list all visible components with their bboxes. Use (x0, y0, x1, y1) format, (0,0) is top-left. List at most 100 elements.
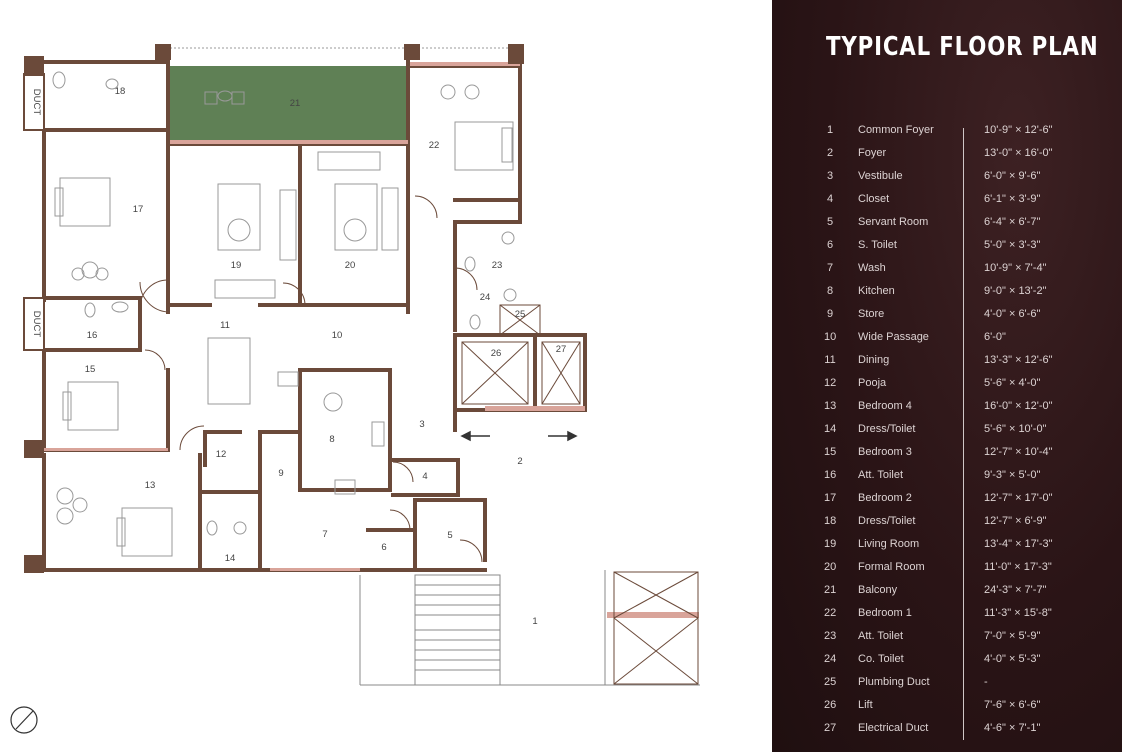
svg-text:DUCT: DUCT (31, 89, 42, 116)
room-dimensions: 9'-0" × 13'-2" (984, 285, 1047, 297)
room-name: Vestibule (858, 170, 903, 182)
room-name: Balcony (858, 584, 898, 596)
room-label-23: 23 (492, 260, 503, 271)
room-number: 16 (824, 469, 837, 481)
room-number: 1 (826, 124, 834, 136)
room-number: 27 (824, 722, 837, 734)
room-number: 2 (826, 147, 834, 159)
room-number: 13 (824, 400, 837, 412)
legend-row: 7 Wash 10'-9" × 7'-4" (824, 260, 1114, 283)
room-name: Wash (858, 262, 886, 274)
room-number: 24 (824, 653, 837, 665)
room-dimensions: 4'-6" × 7'-1" (984, 722, 1041, 734)
room-name: Dress/Toilet (858, 515, 916, 527)
room-dimensions: 11'-3" × 15'-8" (984, 607, 1052, 619)
room-dimensions: 12'-7" × 10'-4" (984, 446, 1053, 458)
legend-row: 23 Att. Toilet 7'-0" × 5'-9" (824, 628, 1114, 651)
room-label-10: 10 (332, 330, 343, 341)
room-number: 23 (824, 630, 837, 642)
floor-plan-drawing: DUCT DUCT (10, 44, 700, 734)
room-number: 26 (824, 699, 837, 711)
room-label-11: 11 (220, 320, 230, 331)
north-compass-icon (10, 706, 38, 734)
room-number: 12 (824, 377, 837, 389)
legend-row: 10 Wide Passage 6'-0" (824, 329, 1114, 352)
room-number: 19 (824, 538, 837, 550)
room-label-26: 26 (491, 348, 502, 359)
room-name: Att. Toilet (858, 630, 904, 642)
room-dimensions: 6'-1" × 3'-9" (984, 193, 1041, 205)
room-number: 14 (824, 423, 837, 435)
room-name: Electrical Duct (858, 722, 929, 734)
room-number: 18 (824, 515, 837, 527)
legend-row: 16 Att. Toilet 9'-3" × 5'-0" (824, 467, 1114, 490)
room-label-25: 25 (515, 309, 526, 320)
room-name: Co. Toilet (858, 653, 904, 665)
page-title: TYPICAL FLOOR PLAN (826, 32, 1099, 62)
room-dimensions: 10'-9" × 7'-4" (984, 262, 1047, 274)
room-label-13: 13 (145, 480, 156, 491)
room-number: 15 (824, 446, 837, 458)
room-dimensions: 10'-9" × 12'-6" (984, 124, 1053, 136)
legend-divider (963, 128, 964, 740)
staircase (359, 570, 700, 686)
room-number: 9 (826, 308, 834, 320)
room-number: 7 (826, 262, 834, 274)
room-dimensions: 13'-4" × 17'-3" (984, 538, 1053, 550)
room-name: Bedroom 2 (858, 492, 912, 504)
room-name: Att. Toilet (858, 469, 904, 481)
room-dimensions: 6'-4" × 6'-7" (984, 216, 1041, 228)
room-name: Pooja (858, 377, 887, 389)
room-name: Servant Room (858, 216, 929, 228)
room-number: 8 (826, 285, 834, 297)
room-label-18: 18 (115, 86, 126, 97)
room-dimensions: 7'-0" × 5'-9" (984, 630, 1041, 642)
room-label-19: 19 (231, 260, 242, 271)
room-dimensions: 9'-3" × 5'-0" (984, 469, 1041, 481)
room-name: Wide Passage (858, 331, 929, 343)
room-name: Foyer (858, 147, 887, 159)
room-dimensions: 5'-6" × 4'-0" (984, 377, 1041, 389)
room-name: Bedroom 3 (858, 446, 912, 458)
room-dimensions: 6'-0" (984, 331, 1006, 343)
room-number: 3 (826, 170, 834, 182)
room-label-22: 22 (429, 140, 440, 151)
furniture (52, 71, 517, 557)
room-number: 10 (824, 331, 837, 343)
walls (26, 46, 587, 572)
legend-row: 27 Electrical Duct 4'-6" × 7'-1" (824, 720, 1114, 743)
room-name: Dining (858, 354, 890, 366)
doors (139, 195, 483, 563)
lift-shaft (461, 304, 699, 685)
room-label-4: 4 (422, 471, 427, 482)
room-name: S. Toilet (858, 239, 897, 251)
room-label-2: 2 (517, 456, 522, 467)
room-dimensions: 13'-3" × 12'-6" (984, 354, 1053, 366)
room-label-1: 1 (532, 616, 537, 627)
room-number: 20 (824, 561, 837, 573)
arrow-right-icon (548, 430, 578, 442)
room-label-16: 16 (87, 330, 98, 341)
room-name: Dress/Toilet (858, 423, 916, 435)
room-dimensions: 7'-6" × 6'-6" (984, 699, 1041, 711)
room-label-27: 27 (556, 344, 567, 355)
room-number: 25 (824, 676, 837, 688)
room-dimensions: 16'-0" × 12'-0" (984, 400, 1053, 412)
room-dimensions: 5'-0" × 3'-3" (984, 239, 1041, 251)
room-dimensions: 4'-0" × 6'-6" (984, 308, 1041, 320)
room-label-15: 15 (85, 364, 96, 375)
room-dimensions: 4'-0" × 5'-3" (984, 653, 1041, 665)
room-number: 5 (826, 216, 834, 228)
room-label-24: 24 (480, 292, 491, 303)
